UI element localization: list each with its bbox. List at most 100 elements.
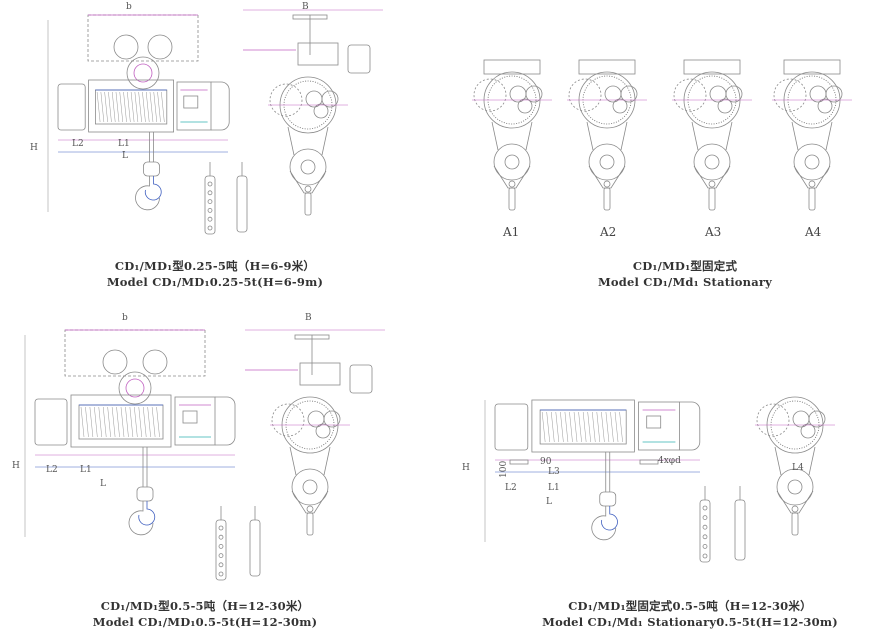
gear-circle xyxy=(612,98,628,114)
side-lug xyxy=(568,78,602,112)
side-lug xyxy=(271,403,305,437)
sheave-hub xyxy=(804,154,820,170)
motor-cap xyxy=(211,81,230,131)
mounting-foot xyxy=(509,459,529,465)
panel3-pendants xyxy=(215,506,227,581)
rope-winding xyxy=(96,91,101,123)
dim-b: b xyxy=(122,313,128,323)
pendant-icon xyxy=(249,519,261,577)
sheave xyxy=(493,143,531,181)
dim-L1: L1 xyxy=(548,483,560,493)
rope-winding xyxy=(551,411,555,443)
rope-winding xyxy=(138,406,143,438)
rope-winding xyxy=(134,406,138,438)
hook-shank xyxy=(508,187,516,211)
variant-label-a2: A2 xyxy=(599,225,616,239)
rope-winding xyxy=(145,91,150,123)
rope-winding xyxy=(142,406,147,438)
trolley-wheel xyxy=(113,34,139,60)
hook-pin xyxy=(304,185,312,193)
caption-line-cn: CD₁/MD₁型固定式0.5-5吨（H=12-30米） xyxy=(568,599,812,613)
pendant-button xyxy=(207,216,213,222)
rope-winding xyxy=(80,406,85,438)
side-lug xyxy=(773,78,807,112)
hoist-frame xyxy=(70,394,172,448)
sheave-hub xyxy=(504,154,520,170)
dim-H: H xyxy=(30,143,38,153)
sheave-hub xyxy=(302,479,318,495)
variant-label-a4: A4 xyxy=(804,225,822,239)
sheave xyxy=(588,143,626,181)
dim-H: H xyxy=(12,461,20,471)
trolley-wheels xyxy=(297,42,339,66)
rope-winding xyxy=(573,411,578,443)
rope-winding xyxy=(120,406,125,438)
terminal-box xyxy=(646,415,662,429)
mounting-base xyxy=(783,59,841,75)
motor-cap xyxy=(679,401,701,451)
panel4-side-view xyxy=(755,396,835,536)
caption-panel2: CD₁/MD₁型固定式 Model CD₁/Md₁ Stationary xyxy=(540,258,830,290)
rope-winding xyxy=(111,406,116,438)
panel2-variant-a4 xyxy=(772,59,852,211)
rope-winding xyxy=(153,91,158,123)
mounting-foot xyxy=(639,459,659,465)
rope-winding xyxy=(94,406,98,438)
variant-label-a1: A1 xyxy=(502,225,519,239)
gear-circle xyxy=(709,85,727,103)
gear-circle xyxy=(315,423,331,439)
rope-winding xyxy=(582,411,587,443)
brake-motor xyxy=(57,83,86,131)
pendant-button xyxy=(218,553,224,558)
rail-beam xyxy=(87,14,199,62)
panel3-dimension-labels: b B H L2 L1 L xyxy=(12,313,312,489)
pendant-button xyxy=(218,571,224,577)
pendant-button xyxy=(702,544,708,549)
dim-b: b xyxy=(126,2,132,12)
block-frame xyxy=(491,121,533,151)
rope-winding xyxy=(116,406,120,438)
pendant-icon xyxy=(699,499,711,563)
panel4-pendants xyxy=(699,486,711,563)
sheave-hub xyxy=(300,159,316,175)
hook-pin xyxy=(791,505,799,513)
hook-pin xyxy=(603,180,611,188)
gear-circle xyxy=(517,98,533,114)
gear-circle xyxy=(321,90,339,108)
hoist-frame xyxy=(88,79,174,133)
dim-L3: L3 xyxy=(548,467,560,477)
rope-winding xyxy=(151,406,156,438)
brake-motor xyxy=(34,398,68,446)
panel1-side-view xyxy=(243,9,383,216)
hook-shank xyxy=(304,192,312,216)
hoist-motor xyxy=(638,401,680,451)
rope-winding xyxy=(130,91,135,123)
rope-winding xyxy=(605,411,610,443)
dim-L: L xyxy=(100,479,106,489)
block-frame xyxy=(586,121,628,151)
gear-circle xyxy=(817,98,833,114)
rope-winding xyxy=(610,411,614,443)
rail-flange xyxy=(292,14,328,20)
hook-inner xyxy=(138,501,156,526)
pendant-button xyxy=(218,544,224,549)
block-frame xyxy=(287,126,329,156)
pendant-button xyxy=(207,190,213,196)
dim-L2: L2 xyxy=(505,483,517,493)
pendant-button xyxy=(207,181,213,187)
block-frame xyxy=(289,446,331,476)
pendant-icon xyxy=(734,499,746,561)
gear-circle xyxy=(620,85,638,103)
trolley-motor xyxy=(347,44,371,74)
panel3-front-view xyxy=(24,329,236,537)
rope-winding xyxy=(555,411,560,443)
rope-winding xyxy=(100,91,105,123)
rope-winding xyxy=(619,411,623,443)
rope-winding xyxy=(108,91,112,123)
rope-winding xyxy=(111,91,116,123)
rope-winding xyxy=(89,406,94,438)
dim-L2: L2 xyxy=(46,465,58,475)
dim-L: L xyxy=(546,497,552,507)
hook-icon xyxy=(135,176,160,211)
